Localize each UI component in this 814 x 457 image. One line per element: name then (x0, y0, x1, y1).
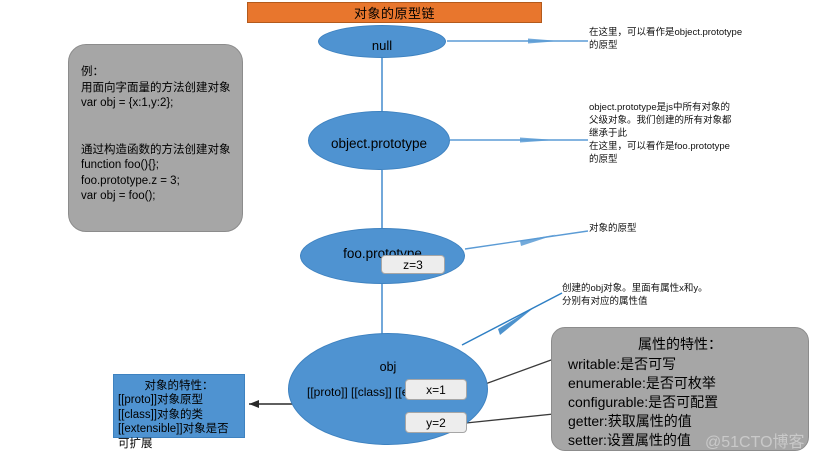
code-example-card: 例： 用面向字面量的方法创建对象 var obj = {x:1,y:2}; 通过… (68, 44, 243, 232)
object-traits-card: 对象的特性： [[proto]]对象原型 [[class]]对象的类 [[ext… (113, 374, 245, 450)
note-null: 在这里，可以看作是object.prototype 的原型 (589, 27, 743, 51)
property-attributes-body: writable:是否可写 enumerable:是否可枚举 configura… (568, 356, 719, 448)
connector-null-note-arrow (528, 38, 560, 44)
connector-obj-note-arrow (498, 306, 536, 335)
node-obj[interactable]: obj [[proto]] [[class]] [[extensible]] x… (288, 333, 488, 445)
node-obj-label: obj (379, 360, 397, 374)
node-object-prototype[interactable]: object.prototype (308, 111, 450, 170)
connector-traits-arrow-left (249, 400, 259, 408)
connector-fooprototype-note (464, 230, 589, 250)
value-box-y[interactable]: y=2 (405, 412, 467, 433)
connector-obj-note (461, 292, 563, 346)
property-attributes-card: 属性的特性： writable:是否可写 enumerable:是否可枚举 co… (551, 327, 809, 451)
node-null[interactable]: null (318, 25, 446, 58)
object-traits-body: [[proto]]对象原型 [[class]]对象的类 [[extensible… (118, 394, 229, 450)
note-foo-prototype: 对象的原型 (589, 223, 637, 234)
watermark: @51CTO博客 (705, 434, 805, 451)
value-box-z[interactable]: z=3 (381, 255, 445, 274)
note-obj: 创建的obj对象。里面有属性x和y。 分别有对应的属性值 (562, 283, 708, 307)
object-traits-title: 对象的特性： (144, 380, 214, 392)
note-object-prototype: object.prototype是js中所有对象的 父级对象。我们创建的所有对象… (589, 102, 732, 165)
code-example-text: 例： 用面向字面量的方法创建对象 var obj = {x:1,y:2}; 通过… (81, 66, 231, 202)
node-object-prototype-label: object.prototype (330, 136, 428, 151)
value-box-x[interactable]: x=1 (405, 379, 467, 400)
connector-objectprototype-note-arrow (520, 137, 556, 143)
node-null-label: null (371, 38, 393, 53)
diagram-title-text: 对象的原型链 (353, 6, 435, 21)
node-foo-prototype[interactable]: foo.prototype z=3 (300, 228, 465, 284)
diagram-title-bar: 对象的原型链 (247, 2, 542, 23)
property-attributes-title: 属性的特性： (638, 336, 722, 352)
connector-fooprototype-note-arrow (520, 234, 556, 246)
